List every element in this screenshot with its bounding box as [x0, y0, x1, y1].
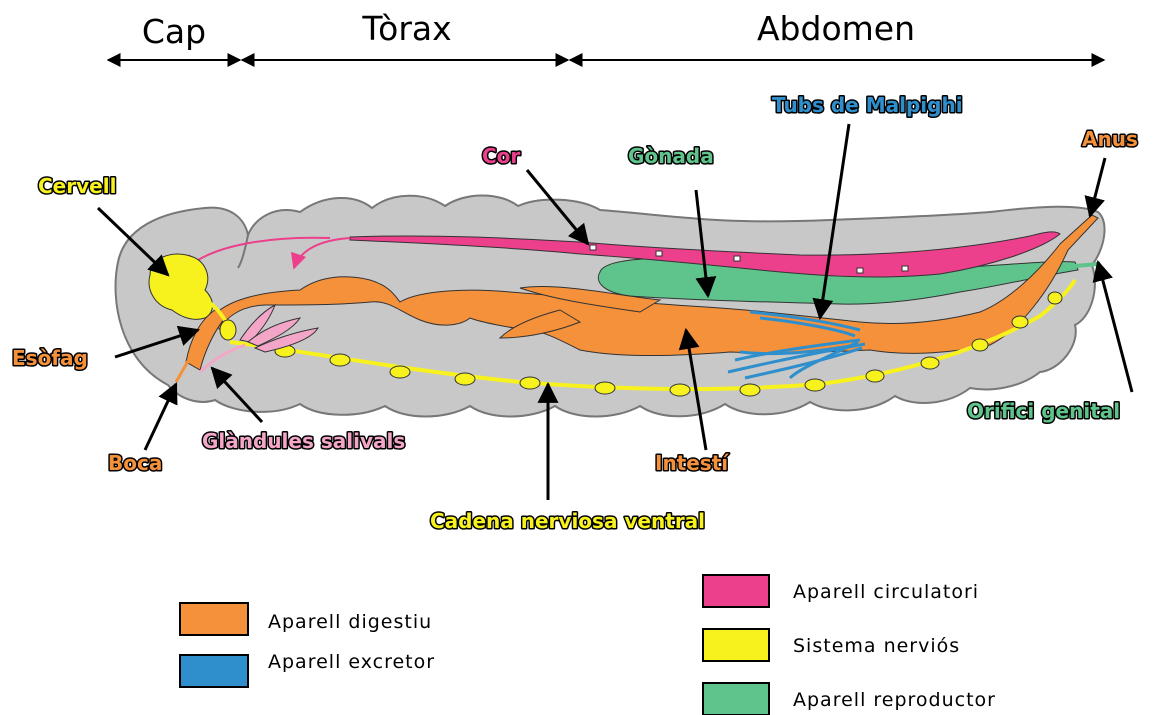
- legend-swatch-nervous: [703, 629, 769, 661]
- label-genital-orifice: Orifici genital: [967, 399, 1120, 423]
- legend: Aparell digestiu Aparell excretor Aparel…: [180, 575, 996, 715]
- mouth-pointer: [145, 384, 176, 450]
- legend-label-circulatory: Aparell circulatori: [793, 581, 979, 603]
- label-brain: Cervell: [38, 174, 116, 198]
- legend-swatch-circulatory: [703, 575, 769, 607]
- label-esophagus: Esòfag: [12, 346, 88, 370]
- section-head: Cap: [142, 12, 206, 51]
- legend-label-excretory: Aparell excretor: [268, 651, 435, 673]
- label-salivary-glands: Glàndules salivals: [202, 429, 405, 453]
- label-gonad: Gònada: [628, 144, 714, 168]
- label-malpighi: Tubs de Malpighi: [772, 93, 963, 117]
- legend-swatch-digestive: [180, 603, 248, 635]
- legend-label-nervous: Sistema nerviós: [793, 635, 960, 657]
- label-nerve-cord: Cadena nerviosa ventral: [430, 509, 705, 533]
- label-anus: Anus: [1082, 127, 1138, 151]
- genital-pointer: [1098, 262, 1132, 392]
- section-abdomen: Abdomen: [757, 9, 915, 48]
- label-heart: Cor: [482, 144, 520, 168]
- legend-swatch-excretory: [180, 655, 248, 687]
- genital-duct: [1075, 264, 1098, 266]
- section-dividers: Cap Tòrax Abdomen: [108, 9, 1104, 60]
- label-mouth: Boca: [108, 451, 162, 475]
- legend-swatch-reproductive: [703, 683, 769, 715]
- section-thorax: Tòrax: [361, 9, 451, 48]
- legend-label-digestive: Aparell digestiu: [268, 611, 432, 633]
- label-intestine: Intestí: [655, 451, 729, 475]
- anus-pointer: [1090, 158, 1105, 216]
- legend-label-reproductive: Aparell reproductor: [793, 689, 996, 711]
